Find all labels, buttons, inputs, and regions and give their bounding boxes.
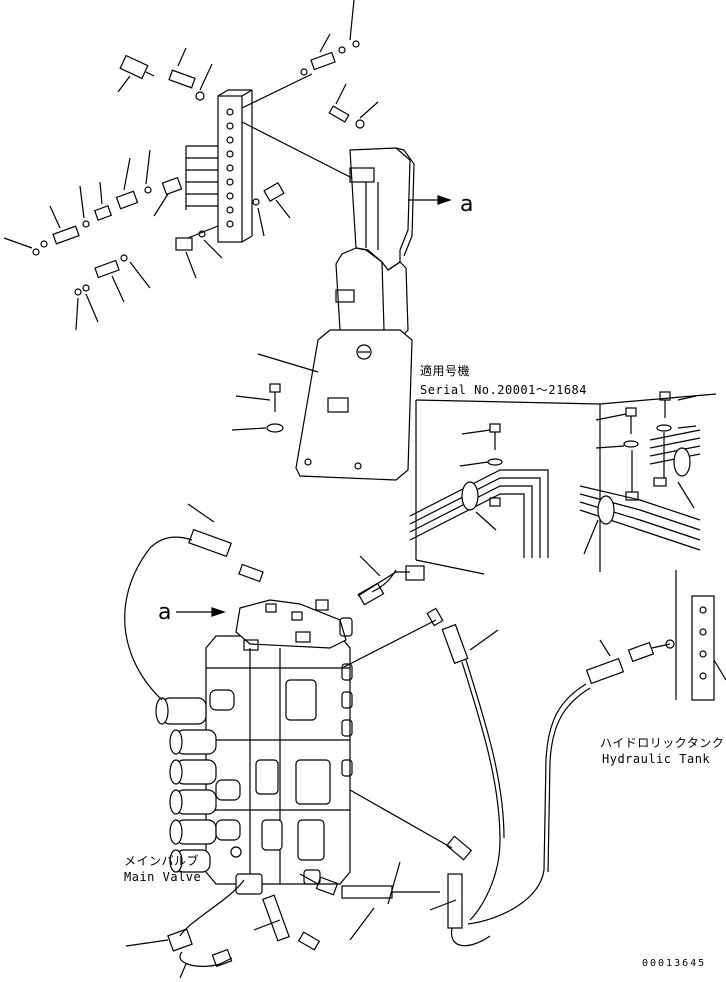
serial-inset: [409, 391, 717, 575]
left-solenoids: [155, 689, 241, 873]
tank-fittings: [467, 570, 726, 925]
sensor-harness: [371, 569, 397, 593]
main-valve-label-jp: メインバルブ: [124, 854, 200, 868]
right-plugs: [230, 617, 353, 895]
hoses: [124, 503, 505, 979]
ref-a-valve: a: [158, 600, 172, 625]
main-valve: [155, 599, 353, 895]
serial-label-jp: 適用号機: [420, 364, 471, 378]
ref-a-top: a: [460, 192, 474, 217]
main-valve-label-en: Main Valve: [124, 870, 202, 884]
console-bracket: [257, 147, 452, 481]
console-bolts: [231, 383, 284, 433]
hydraulic-tank-label-en: Hydraulic Tank: [602, 752, 711, 766]
hydraulic-tank-label-jp: ハイドロリックタンク: [600, 736, 725, 750]
drawing-number: 00013645: [642, 958, 707, 969]
fittings-top-left: [3, 0, 379, 331]
serial-label-en: Serial No.20001～21684: [420, 383, 587, 397]
junction-block: [185, 89, 253, 243]
